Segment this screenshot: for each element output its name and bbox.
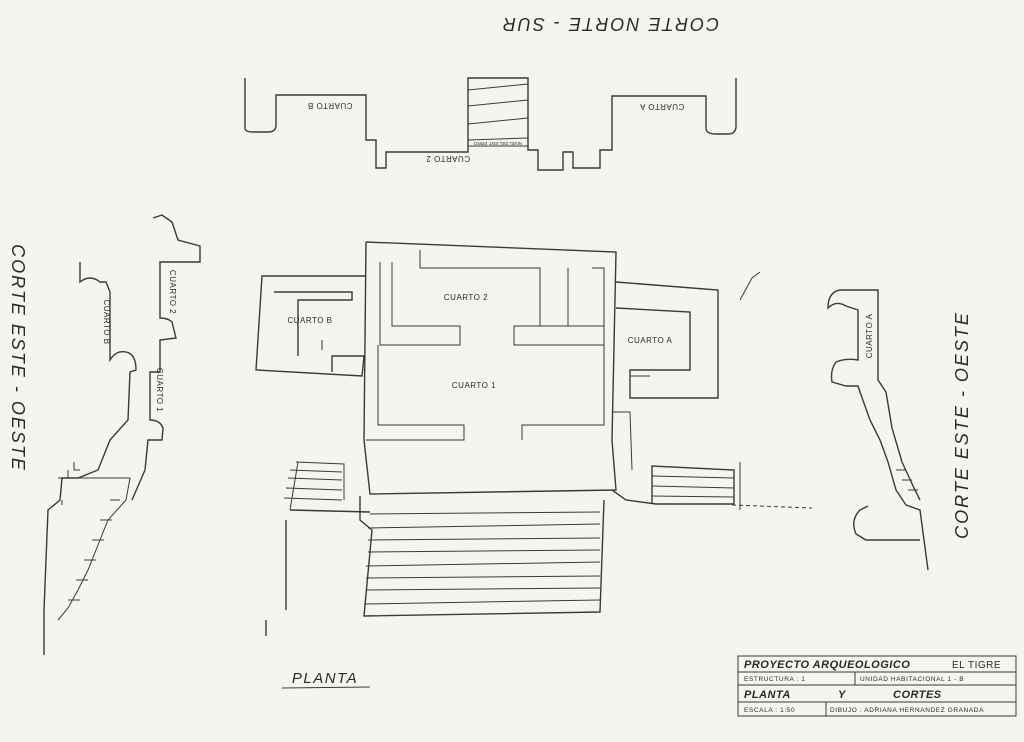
plan-room-b-label: CUARTO B [287,316,332,325]
title-block-sheet-c: CORTES [893,689,942,701]
ns-level-note: NIVEL DEL ENT. ERRO [474,141,522,146]
plan-title: PLANTA [292,670,358,687]
section-north-south: CORTE NORTE - SUR CUARTO B CUARTO A CUAR… [244,14,737,171]
section-east-west-left-title: CORTE ESTE - OESTE [8,244,28,472]
ew-left-room-2-label: CUARTO 2 [168,270,177,314]
title-block-sheet-a: PLANTA [744,689,791,701]
plan-room-1-label: CUARTO 1 [452,381,496,390]
ns-room-2-label: CUARTO 2 [426,154,470,163]
ew-left-room-1-label: CUARTO 1 [155,368,164,412]
ns-room-b-label: CUARTO B [307,101,352,110]
title-block-sheet-b: Y [838,689,847,701]
title-block-drawn-by: DIBUJO : ADRIANA HERNANDEZ GRANADA [830,707,984,714]
title-block: PROYECTO ARQUEOLOGICO EL TIGRE ESTRUCTUR… [737,655,1017,717]
plan-room-2-label: CUARTO 2 [444,293,488,302]
title-block-site: EL TIGRE [952,660,1001,671]
plan-room-a-label: CUARTO A [628,336,673,345]
section-east-west-left: CORTE ESTE - OESTE CUARTO B CUARTO 2 CUA… [8,214,201,655]
floor-plan: CUARTO 2 CUARTO 1 CUARTO A CUARTO B PLAN… [255,241,813,689]
ew-left-room-b-label: CUARTO B [102,299,111,344]
section-east-west-right-title: CORTE ESTE - OESTE [952,311,972,539]
title-block-unit: UNIDAD HABITACIONAL 1 - B [860,676,964,683]
section-east-west-right: CORTE ESTE - OESTE CUARTO A [827,289,972,571]
title-block-scale: ESCALA : 1:50 [744,707,795,714]
ns-room-a-label: CUARTO A [640,102,685,111]
ew-right-room-a-label: CUARTO A [865,314,874,359]
title-block-structure: ESTRUCTURA : 1 [744,676,806,683]
section-north-south-title: CORTE NORTE - SUR [501,14,719,34]
title-block-project: PROYECTO ARQUEOLOGICO [744,659,910,671]
stair-treads [363,511,601,605]
